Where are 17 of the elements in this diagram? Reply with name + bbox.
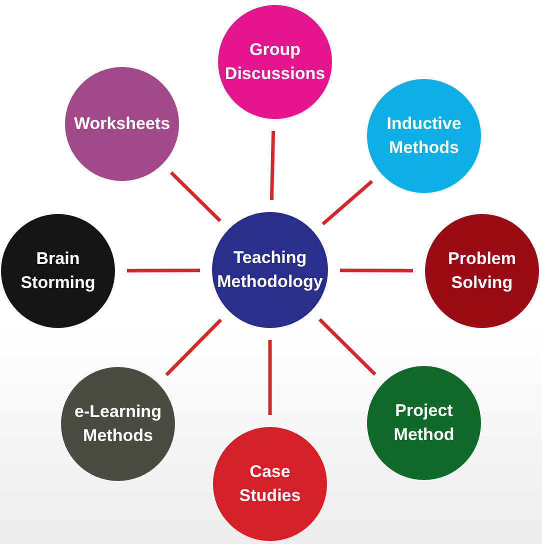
topic-label: Worksheets (74, 113, 170, 136)
topic-label: Teaching Methodology (217, 247, 323, 293)
connector-line (270, 130, 276, 200)
connector-line (318, 318, 376, 376)
topic-label: Case Studies (238, 461, 302, 507)
topic-label: e-Learning Methods (74, 401, 162, 447)
connector-line (322, 180, 374, 226)
topic-label: Group Discussions (224, 39, 326, 85)
topic-label: Inductive Methods (386, 113, 462, 159)
topic-label: Project Method (392, 400, 456, 446)
connector-line (268, 340, 272, 415)
topic-label: Problem Solving (446, 248, 518, 294)
connector-line (165, 318, 222, 376)
connector-line (127, 268, 200, 272)
connector-line (340, 268, 413, 272)
topic-label: Brain Storming (20, 248, 96, 294)
connector-line (170, 171, 222, 222)
